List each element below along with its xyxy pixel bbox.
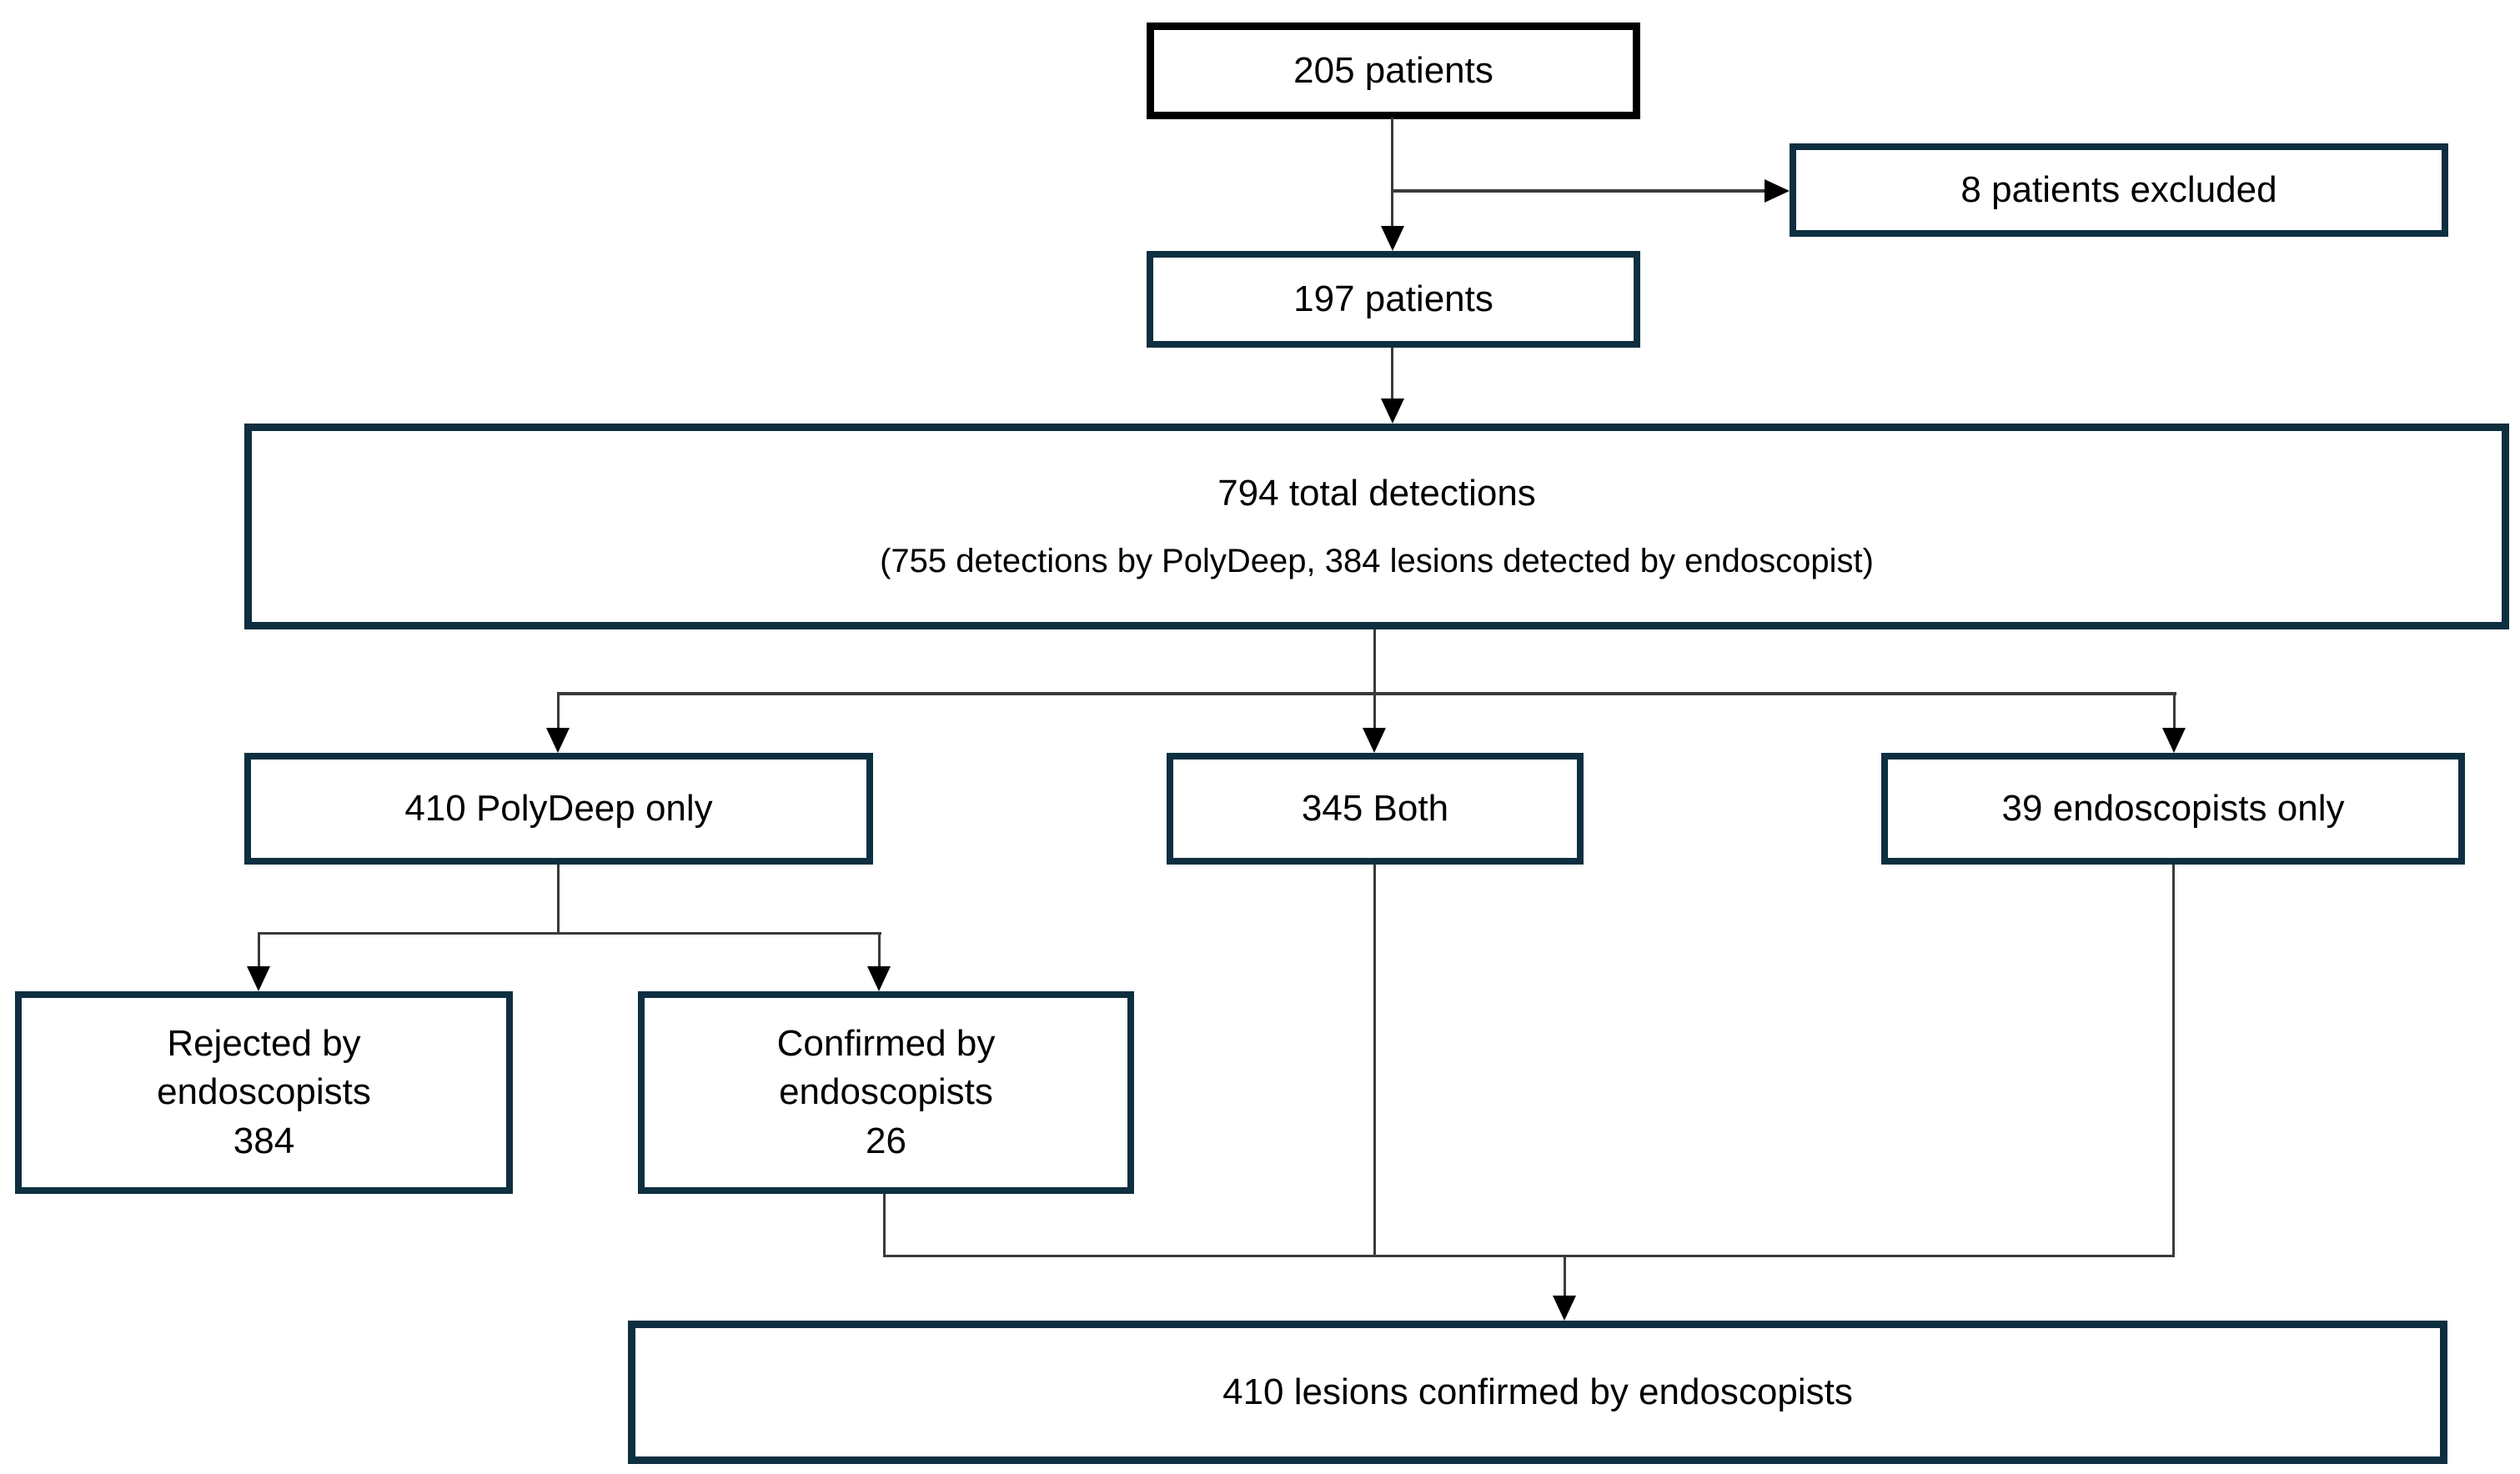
arrowhead-into-detections-icon xyxy=(1381,399,1404,424)
arrowhead-into-rejected-icon xyxy=(247,966,270,991)
connector-into-rejected xyxy=(258,935,260,968)
node-205-patients: 205 patients xyxy=(1147,23,1640,119)
collector-line xyxy=(883,1255,2175,1257)
node-confirmed-by-endoscopists: Confirmed by endoscopists 26 xyxy=(638,991,1134,1194)
connector-polydeep-stem xyxy=(557,865,560,934)
node-8-patients-excluded: 8 patients excluded xyxy=(1790,143,2448,237)
connector-both-to-collector xyxy=(1373,865,1376,1257)
node-both: 345 Both xyxy=(1167,753,1584,865)
connector-into-final xyxy=(1564,1257,1566,1297)
arrowhead-into-final-icon xyxy=(1553,1296,1576,1321)
arrowhead-into-confirmed-icon xyxy=(867,966,891,991)
node-total-detections-title: 794 total detections xyxy=(1217,473,1536,514)
arrowhead-into-both-icon xyxy=(1363,728,1386,753)
node-rejected-by-endoscopists: Rejected by endoscopists 384 xyxy=(15,991,513,1194)
arrowhead-into-197-icon xyxy=(1381,226,1404,251)
branch-line-polydeep xyxy=(258,932,881,935)
node-197-patients: 197 patients xyxy=(1147,251,1640,348)
arrowhead-into-excluded-icon xyxy=(1765,179,1790,203)
node-endoscopists-only-label: 39 endoscopists only xyxy=(2001,787,2345,829)
node-total-detections-subtitle: (755 detections by PolyDeep, 384 lesions… xyxy=(880,543,1874,580)
arrowhead-into-endoscopists-only-icon xyxy=(2162,728,2186,753)
node-197-patients-label: 197 patients xyxy=(1293,278,1493,319)
node-205-patients-label: 205 patients xyxy=(1293,49,1493,91)
node-8-patients-excluded-label: 8 patients excluded xyxy=(1960,168,2277,210)
connector-into-confirmed xyxy=(878,935,881,968)
node-lesions-confirmed: 410 lesions confirmed by endoscopists xyxy=(628,1321,2447,1464)
connector-197-to-detections xyxy=(1391,348,1393,400)
node-total-detections: 794 total detections (755 detections by … xyxy=(244,424,2509,629)
node-rejected-by-endoscopists-label: Rejected by endoscopists 384 xyxy=(157,1023,371,1161)
node-endoscopists-only: 39 endoscopists only xyxy=(1881,753,2465,865)
connector-to-excluded xyxy=(1391,189,1766,193)
connector-endoscopists-to-collector xyxy=(2172,865,2175,1257)
connector-detections-stem xyxy=(1373,629,1376,695)
connector-into-both xyxy=(1373,695,1376,729)
node-polydeep-only-label: 410 PolyDeep only xyxy=(404,787,713,829)
connector-into-polydeep xyxy=(557,695,560,729)
connector-205-to-197 xyxy=(1391,118,1393,228)
arrowhead-into-polydeep-icon xyxy=(546,728,570,753)
node-lesions-confirmed-label: 410 lesions confirmed by endoscopists xyxy=(1222,1371,1853,1412)
connector-confirmed-to-collector xyxy=(883,1194,886,1257)
branch-line-detections xyxy=(557,692,2176,695)
node-both-label: 345 Both xyxy=(1301,787,1449,829)
node-confirmed-by-endoscopists-label: Confirmed by endoscopists 26 xyxy=(776,1023,996,1161)
connector-into-endoscopists-only xyxy=(2173,695,2176,729)
node-polydeep-only: 410 PolyDeep only xyxy=(244,753,873,865)
